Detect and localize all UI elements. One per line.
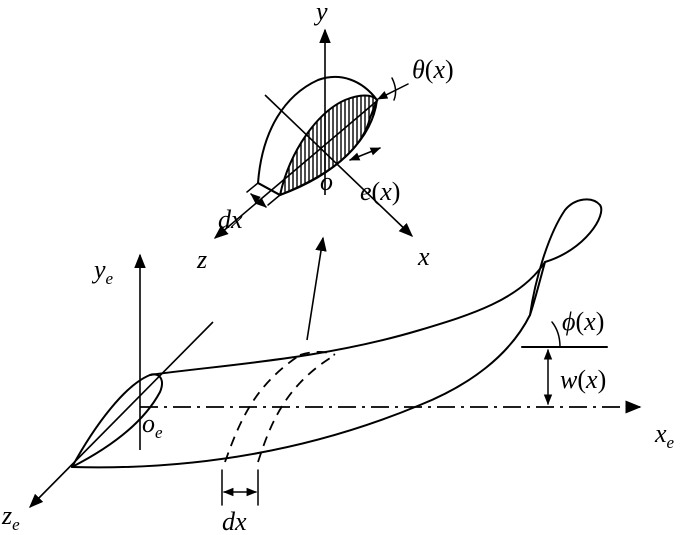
z-label: z — [196, 245, 207, 274]
e-label: e(x) — [360, 177, 400, 206]
theta-label: θ(x) — [412, 55, 454, 84]
y-label: y — [313, 0, 328, 26]
oe-label: oe — [142, 409, 163, 442]
detail-pointer-arrow — [306, 236, 327, 341]
ze-label: ze — [1, 501, 20, 534]
blade-upper-edge — [149, 261, 546, 376]
x-label: x — [417, 242, 430, 271]
dx-top-label: dx — [218, 205, 243, 234]
phi-label: ϕ(x) — [562, 307, 604, 336]
ze-axis — [28, 321, 214, 509]
theta-arrow — [377, 83, 409, 100]
tip-airfoil — [529, 198, 603, 316]
root-airfoil — [71, 373, 163, 468]
section-airfoil-front — [278, 94, 379, 197]
blade-lower-edge — [71, 314, 531, 469]
dx-bottom-label: dx — [222, 507, 247, 535]
section-dx-dimension — [250, 193, 267, 208]
w-label: w(x) — [560, 365, 606, 394]
section-e-dimension — [349, 147, 381, 161]
phi-arc — [551, 321, 561, 348]
section-x-axis — [264, 94, 414, 237]
xe-label: xe — [654, 419, 675, 452]
section-detail — [213, 28, 414, 239]
main-blade — [28, 198, 642, 509]
o-label: o — [320, 167, 333, 196]
ye-label: ye — [91, 255, 114, 288]
